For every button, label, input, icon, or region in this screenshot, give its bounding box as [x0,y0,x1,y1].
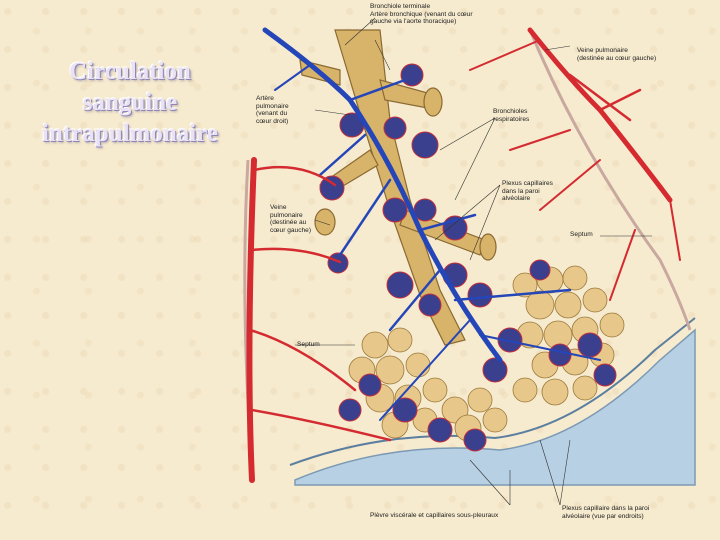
label-bronchioles-respiratoires: Bronchioles respiratoires [493,108,530,123]
capillary-plexus [319,63,617,452]
label-septum-left: Septum [297,341,320,348]
title-line-1: Circulation [69,58,191,85]
label-plexus-capillaires: Plexus capillaires dans la paroi alvéola… [502,180,553,203]
label-plevre-viscerale: Plèvre viscérale et capillaires sous-ple… [370,512,499,519]
label-artere-pulmonaire: Artère pulmonaire (venant du cœur droit) [256,95,289,125]
anatomy-drawing [243,17,696,506]
label-septum-right: Septum [570,231,593,238]
leader-lines [295,17,652,506]
visceral-pleura [294,328,696,486]
slide-title: Circulation sanguine intrapulmonaire [20,56,240,149]
label-veine-pulmonaire-left: Veine pulmonaire (destinée au cœur gauch… [270,204,312,234]
title-line-3: intrapulmonaire [42,120,218,147]
label-veine-pulmonaire-top: Veine pulmonaire (destinée au cœur gauch… [577,47,657,62]
label-bronchiole-terminale: Bronchiole terminale Artère bronchique (… [370,3,473,26]
title-line-2: sanguine [82,89,178,116]
pulmonary-veins [246,27,681,483]
lung-circulation-illustration: Bronchiole terminale Artère bronchique (… [240,0,720,540]
pulmonary-artery [262,27,601,421]
alveolar-sacs [348,265,625,442]
label-plexus-capillaire-bottom: Plexus capillaire dans la paroi alvéolai… [562,505,650,520]
pleura-surface-line [289,317,696,466]
